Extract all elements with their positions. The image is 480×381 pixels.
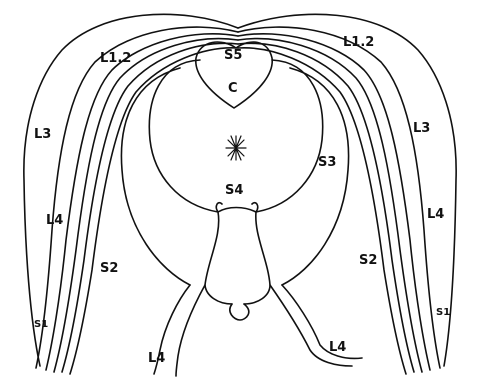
stem-right	[244, 212, 270, 304]
label-s4: S4	[225, 184, 243, 197]
band-right-3	[238, 39, 422, 372]
s3-outline-right	[282, 68, 349, 285]
band-right-4	[238, 43, 414, 372]
label-s1-right: S1	[436, 308, 450, 318]
label-s5: S5	[224, 49, 242, 62]
label-l4-right: L4	[427, 208, 444, 221]
lower-lobe	[230, 304, 249, 320]
label-l4-left: L4	[46, 214, 63, 227]
label-l4-bottom-right: L4	[329, 341, 346, 354]
label-s2-right: S2	[359, 254, 377, 267]
label-c: C	[228, 82, 238, 95]
label-l3-right: L3	[413, 122, 430, 135]
label-s2-left: S2	[100, 262, 118, 275]
band-left-4	[62, 43, 238, 372]
central-star	[226, 136, 246, 160]
label-l4-bottom-left: L4	[148, 352, 165, 365]
label-s1-left: S1	[34, 320, 48, 330]
s3-outline-left	[121, 68, 190, 285]
label-l12-left: L1.2	[100, 52, 131, 65]
label-l3-left: L3	[34, 128, 51, 141]
stem-left	[205, 212, 232, 304]
label-s3: S3	[318, 156, 336, 169]
label-l12-right: L1.2	[343, 36, 374, 49]
